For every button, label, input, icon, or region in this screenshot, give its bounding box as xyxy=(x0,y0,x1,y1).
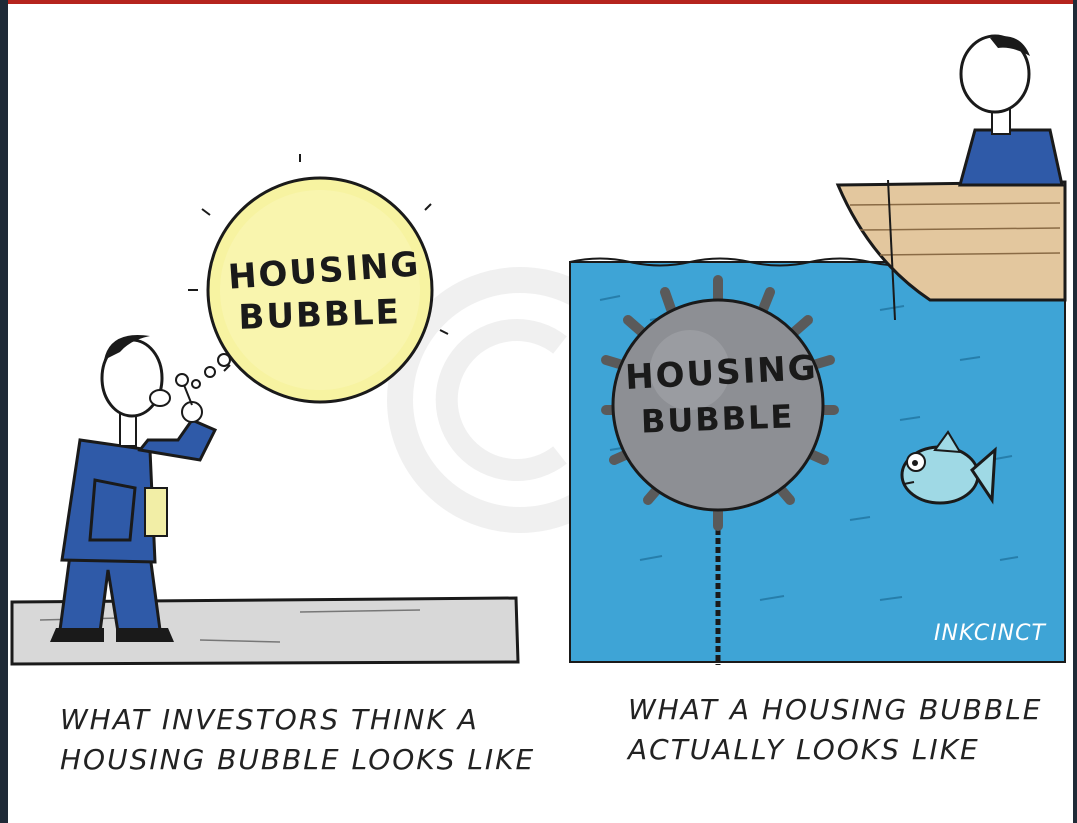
frame-top-bar xyxy=(0,0,1077,4)
housing-bubble: HOUSING BUBBLE xyxy=(188,154,449,404)
right-caption: WHAT A HOUSING BUBBLE ACTUALLY LOOKS LIK… xyxy=(628,690,1043,770)
fish xyxy=(900,430,997,505)
investor-figure xyxy=(50,335,218,642)
frame-left-bar xyxy=(0,0,8,823)
mine-label-line2: BUBBLE xyxy=(640,397,795,440)
frame-right-bar xyxy=(1073,0,1077,823)
boat-man-figure xyxy=(958,34,1064,187)
right-panel: HOUSING BUBBLE INKCINCT xyxy=(569,34,1067,665)
bubble-label-line2: BUBBLE xyxy=(238,292,402,338)
housing-bubble-mine: HOUSING BUBBLE xyxy=(601,275,839,665)
boat xyxy=(835,179,1067,321)
right-caption-line2: ACTUALLY LOOKS LIKE xyxy=(628,733,980,766)
right-caption-line1: WHAT A HOUSING BUBBLE xyxy=(628,693,1043,726)
left-caption: WHAT INVESTORS THINK A HOUSING BUBBLE LO… xyxy=(60,700,535,780)
artist-signature: INKCINCT xyxy=(934,621,1046,646)
left-caption-line1: WHAT INVESTORS THINK A xyxy=(60,703,479,736)
left-panel: HOUSING BUBBLE xyxy=(10,154,520,666)
left-caption-line2: HOUSING BUBBLE LOOKS LIKE xyxy=(60,743,536,776)
